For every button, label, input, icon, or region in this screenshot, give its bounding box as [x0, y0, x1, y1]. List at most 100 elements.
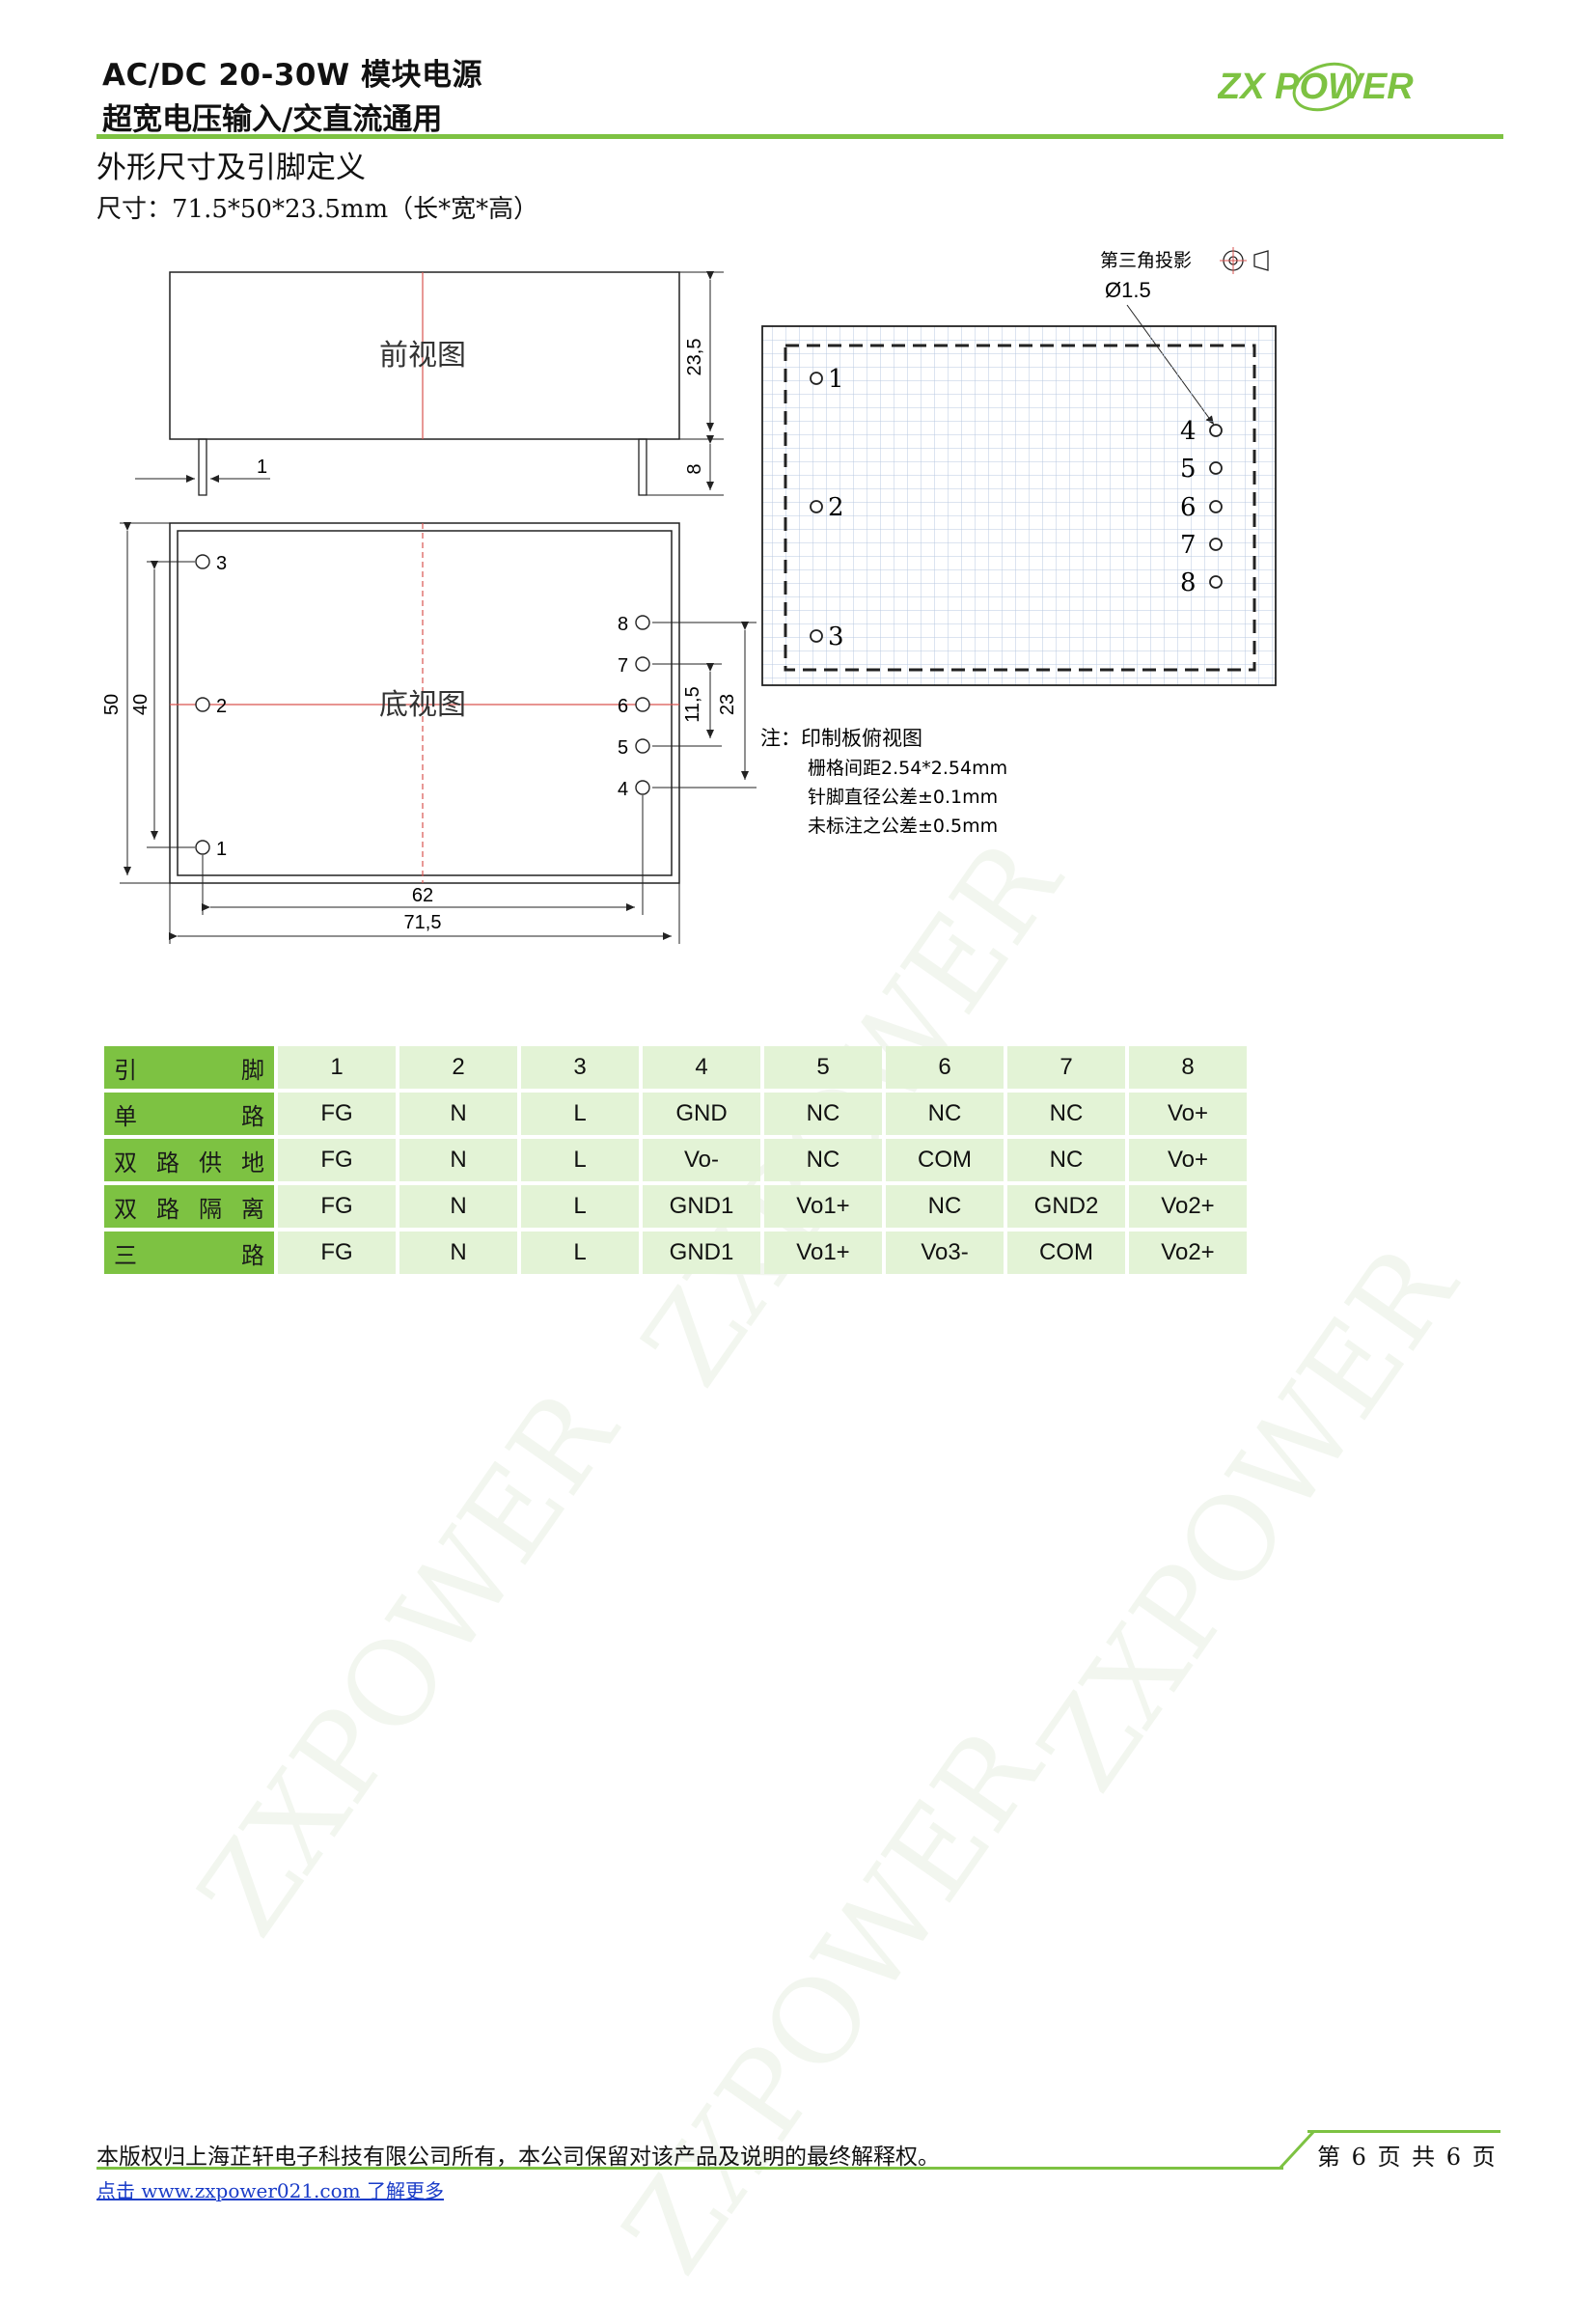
table-cell: GND [643, 1093, 760, 1135]
pcb-pin-1: 1 [828, 365, 844, 394]
row-label: 三路 [104, 1232, 274, 1274]
dim-height: 23,5 [684, 339, 705, 376]
header-divider [96, 134, 1503, 139]
bottom-pin-4: 4 [618, 779, 628, 800]
table-cell: Vo+ [1129, 1139, 1247, 1181]
table-header-row: 引脚 1 2 3 4 5 6 7 8 [104, 1046, 1247, 1089]
dim-pin-width: 1 [257, 457, 267, 478]
pcb-note-3: 针脚直径公差±0.1mm [808, 787, 998, 808]
pcb-pin-2: 2 [828, 493, 844, 522]
table-cell: COM [886, 1139, 1004, 1181]
table-row: 三路 FG N L GND1 Vo1+ Vo3- COM Vo2+ [104, 1232, 1247, 1274]
bottom-pin-6: 6 [618, 696, 628, 717]
table-cell: NC [764, 1139, 882, 1181]
logo-text: ZX POWER [1218, 67, 1414, 107]
bottom-view: 底视图 3 2 1 8 7 6 5 4 50 40 62 71,5 [101, 522, 757, 944]
table-row: 双路隔离 FG N L GND1 Vo1+ NC GND2 Vo2+ [104, 1185, 1247, 1228]
watermark: ZXPOWER [598, 1706, 1068, 2297]
table-cell: NC [1007, 1139, 1125, 1181]
pcb-note-2: 栅格间距2.54*2.54mm [808, 758, 1007, 779]
website-link[interactable]: 点击 www.zxpower021.com 了解更多 [96, 2179, 444, 2202]
table-cell: Vo2+ [1129, 1185, 1247, 1228]
pcb-pin-3: 3 [828, 623, 844, 651]
table-cell: N [399, 1232, 517, 1274]
pin-number: 2 [399, 1046, 517, 1089]
bottom-pin-3: 3 [216, 553, 227, 574]
bottom-pin-5: 5 [618, 737, 628, 759]
table-cell: Vo2+ [1129, 1232, 1247, 1274]
pin-number: 1 [278, 1046, 396, 1089]
dim-pin-pitch: 11,5 [682, 686, 703, 722]
table-cell: GND2 [1007, 1185, 1125, 1228]
table-cell: N [399, 1185, 517, 1228]
copyright-notice: 本版权归上海芷轩电子科技有限公司所有，本公司保留对该产品及说明的最终解释权。 [96, 2145, 940, 2170]
pcb-pin-5: 5 [1180, 455, 1197, 484]
pin-number: 7 [1007, 1046, 1125, 1089]
dim-length-inner: 62 [412, 885, 433, 906]
table-cell: GND1 [643, 1232, 760, 1274]
footer-divider-slash [1278, 2129, 1316, 2171]
pin-number: 3 [521, 1046, 639, 1089]
pcb-note-4: 未标注之公差±0.5mm [808, 816, 998, 837]
dim-length-total: 71,5 [404, 912, 442, 933]
bottom-pin-7: 7 [618, 655, 628, 677]
outline-drawing: 前视图 23,5 8 1 底视图 3 2 1 8 7 6 5 4 [101, 247, 1277, 944]
dim-width-inner: 40 [130, 694, 151, 715]
table-row: 单路 FG N L GND NC NC NC Vo+ [104, 1093, 1247, 1135]
footer-divider [96, 2167, 1283, 2170]
hole-diameter: Ø1.5 [1105, 278, 1151, 302]
watermark: ZXPOWER [1013, 1224, 1483, 1814]
pcb-note-1: 注：印制板俯视图 [760, 727, 922, 750]
table-cell: L [521, 1093, 639, 1135]
size-spec: 尺寸：71.5*50*23.5mm（长*宽*高） [96, 195, 539, 224]
pin-definition-table: 引脚 1 2 3 4 5 6 7 8 单路 FG N L GND NC NC N… [100, 1042, 1251, 1278]
table-cell: GND1 [643, 1185, 760, 1228]
section-title: 外形尺寸及引脚定义 [96, 151, 366, 185]
table-cell: NC [886, 1093, 1004, 1135]
pcb-pin-7: 7 [1180, 531, 1197, 560]
table-cell: Vo+ [1129, 1093, 1247, 1135]
document-subtitle: 超宽电压输入/交直流通用 [102, 102, 443, 137]
third-angle-projection-icon [1220, 247, 1269, 274]
table-cell: FG [278, 1232, 396, 1274]
row-label: 单路 [104, 1093, 274, 1135]
pin-number: 5 [764, 1046, 882, 1089]
table-cell: N [399, 1139, 517, 1181]
pcb-pin-8: 8 [1180, 568, 1197, 597]
pcb-layout-view: 第三角投影 Ø1.5 1 2 3 4 5 6 7 8 注：印制板俯视图 栅格间距… [760, 247, 1277, 837]
footer-divider-right [1307, 2130, 1500, 2133]
table-cell: Vo1+ [764, 1232, 882, 1274]
pin-number: 8 [1129, 1046, 1247, 1089]
table-cell: FG [278, 1185, 396, 1228]
dim-pin-length: 8 [684, 463, 705, 474]
bottom-view-label: 底视图 [379, 688, 466, 722]
table-cell: COM [1007, 1232, 1125, 1274]
table-cell: NC [886, 1185, 1004, 1228]
table-cell: FG [278, 1139, 396, 1181]
table-cell: L [521, 1232, 639, 1274]
front-view: 前视图 23,5 8 1 [135, 271, 724, 496]
table-row: 双路供地 FG N L Vo- NC COM NC Vo+ [104, 1139, 1247, 1181]
dim-width-total: 50 [101, 694, 123, 715]
pin-number: 6 [886, 1046, 1004, 1089]
pcb-pin-4: 4 [1180, 417, 1197, 446]
row-label: 引脚 [104, 1046, 274, 1089]
row-label: 双路隔离 [104, 1185, 274, 1228]
table-cell: Vo3- [886, 1232, 1004, 1274]
dim-pin-span: 23 [717, 694, 738, 715]
table-cell: L [521, 1185, 639, 1228]
projection-label: 第三角投影 [1100, 250, 1192, 271]
front-view-label: 前视图 [379, 339, 466, 373]
table-cell: NC [1007, 1093, 1125, 1135]
pin-number: 4 [643, 1046, 760, 1089]
table-cell: Vo1+ [764, 1185, 882, 1228]
pcb-pin-6: 6 [1180, 493, 1197, 522]
table-cell: NC [764, 1093, 882, 1135]
table-cell: FG [278, 1093, 396, 1135]
zxpower-logo: ZX POWER [1218, 62, 1414, 112]
row-label: 双路供地 [104, 1139, 274, 1181]
watermark: ZXPOWER [174, 1369, 644, 1959]
page-number: 第 6 页 共 6 页 [1317, 2144, 1498, 2171]
bottom-pin-1: 1 [216, 839, 227, 860]
bottom-pin-8: 8 [618, 614, 628, 635]
